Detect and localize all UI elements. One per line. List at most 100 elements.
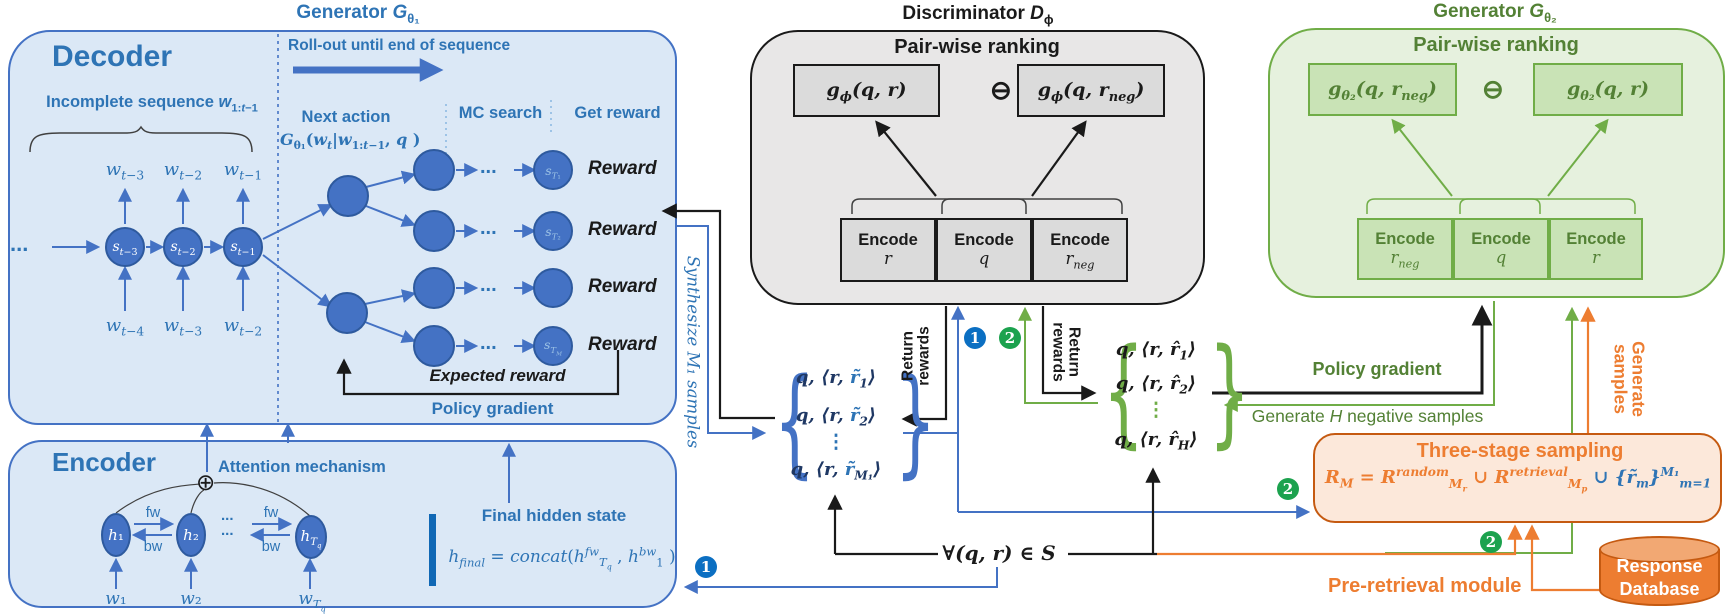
encoder-ellipsis: ... <box>221 522 234 539</box>
bw-label: bw <box>261 539 281 555</box>
hidden-node: hTq <box>295 515 327 559</box>
minus-icon: ⊖ <box>1482 74 1504 104</box>
green-brackets <box>1366 198 1636 214</box>
tree-ellipsis: ... <box>480 217 497 239</box>
tree-node <box>413 210 455 252</box>
terminal-node: sT₂ <box>533 211 573 251</box>
terminal-node <box>533 268 573 308</box>
sampling-formula: RM = RrandomMr ∪ RretrievalMp ∪ {r̃m}M₁m… <box>1324 465 1712 494</box>
tree-node <box>327 175 369 217</box>
final-hidden-formula: hfinal = concat(hfwTq , hbw1 ) <box>448 544 676 572</box>
stage2-badge: 2 <box>999 327 1021 349</box>
tree-node <box>413 267 455 309</box>
synthetic-sample: q, ⟨r, r̃2⟩ <box>795 405 877 429</box>
policy-gradient-green-label: Policy gradient <box>1312 359 1442 379</box>
black-arrows <box>336 120 1161 554</box>
w-bottom-label: wt−4 <box>105 315 145 339</box>
set-brace: { <box>1102 322 1145 460</box>
g-score-box: gθ₂(q, rneg) <box>1308 63 1457 116</box>
bw-label: bw <box>143 539 163 555</box>
generate-h-label: Generate H negative samples <box>1251 406 1484 426</box>
return-rewards-label: Return rewards <box>1049 322 1083 382</box>
w-top-label: wt−1 <box>223 159 263 183</box>
policy-gradient-label: Policy gradient <box>431 399 554 418</box>
fw-label: fw <box>145 505 161 521</box>
w-bottom-label: wt−3 <box>163 315 203 339</box>
attention-arcs <box>115 482 311 517</box>
w-input-label: w₁ <box>105 589 127 609</box>
hidden-node: h₁ <box>101 513 131 557</box>
w-top-label: wt−2 <box>163 159 203 183</box>
negative-sample: q, ⟨r, r̂1⟩ <box>1115 339 1197 363</box>
rnn-state-node: st−2 <box>163 227 203 267</box>
pairwise-ranking-label: Pair-wise ranking <box>1413 34 1579 56</box>
incomplete-sequence-label: Incomplete sequence w1:t−1 <box>46 93 258 115</box>
tree-ellipsis: ... <box>480 156 497 178</box>
final-hidden-bar <box>429 514 436 586</box>
rnn-state-node: st−1 <box>223 227 263 267</box>
decoder-label: Decoder <box>52 40 173 73</box>
synthetic-sample: q, ⟨r, r̃M₁⟩ <box>790 459 882 483</box>
synthetic-sample: q, ⟨r, r̃1⟩ <box>795 367 877 391</box>
return-rewards-label: Return rewards <box>899 326 933 386</box>
tree-node <box>326 292 368 334</box>
generator2-title: Generator Gθ₂ <box>1433 1 1557 25</box>
rnn-state-node: st−3 <box>105 227 145 267</box>
rollout-label: Roll-out until end of sequence <box>288 37 511 54</box>
reward-label: Reward <box>588 334 657 355</box>
g-score-box: gϕ(q, r) <box>793 64 940 117</box>
pairwise-ranking-label: Pair-wise ranking <box>894 36 1060 58</box>
tree-ellipsis: ... <box>480 274 497 296</box>
mc-search-label: MC search <box>458 104 543 122</box>
w-input-label: w₂ <box>180 589 202 609</box>
set-brace: { <box>773 352 816 490</box>
get-reward-label: Get reward <box>574 104 661 122</box>
vertical-dots: ⋮ <box>826 432 846 453</box>
tree-node <box>413 325 455 367</box>
generate-samples-label: Generate samples <box>1610 341 1649 417</box>
synthesize-samples-label: Synthesize M₁ samples <box>683 255 703 449</box>
three-stage-sampling-title: Three-stage sampling <box>1416 440 1624 462</box>
tree-ellipsis: ... <box>480 332 497 354</box>
green-plain-lines <box>1385 523 1573 554</box>
negative-sample: q, ⟨r, r̂H⟩ <box>1114 429 1198 453</box>
set-brace: } <box>1208 322 1251 460</box>
dividers <box>277 34 552 423</box>
minus-icon: ⊖ <box>990 75 1012 105</box>
oplus-icon: ⊕ <box>196 469 216 495</box>
database-cylinder-top <box>1599 536 1720 563</box>
w-input-label: wTq <box>298 589 326 614</box>
reward-label: Reward <box>588 276 657 297</box>
next-action-formula: Gθ₁(wt|w1:t−1, q ) <box>280 130 421 153</box>
attention-label: Attention mechanism <box>218 458 386 476</box>
policy-gradient-black <box>1212 304 1493 395</box>
stage1-badge: 1 <box>695 556 717 578</box>
terminal-node: sT₁ <box>533 150 573 190</box>
g-score-box: gϕ(q, rneg) <box>1017 64 1165 117</box>
final-hidden-label: Final hidden state <box>481 506 627 525</box>
reward-label: Reward <box>588 158 657 179</box>
terminal-node: sTM <box>533 326 573 366</box>
green-arrows <box>1018 118 1609 433</box>
generator1-title: Generator Gθ₁ <box>296 2 420 26</box>
hidden-node: h₂ <box>176 513 206 557</box>
vertical-dots: ⋮ <box>1146 400 1166 421</box>
g-score-box: gθ₂(q, r) <box>1533 63 1683 116</box>
orange-arrows <box>1157 306 1600 592</box>
three-stage-sampling-box <box>1313 433 1722 523</box>
w-top-label: wt−3 <box>105 159 145 183</box>
negative-sample: q, ⟨r, r̂2⟩ <box>1115 373 1197 397</box>
preretrieval-label: Pre-retrieval module <box>1328 575 1522 597</box>
discriminator-title: Discriminator Dϕ <box>902 3 1054 27</box>
set-brace: } <box>894 352 937 490</box>
reward-label: Reward <box>588 219 657 240</box>
expected-reward-label: Expected reward <box>429 366 566 385</box>
